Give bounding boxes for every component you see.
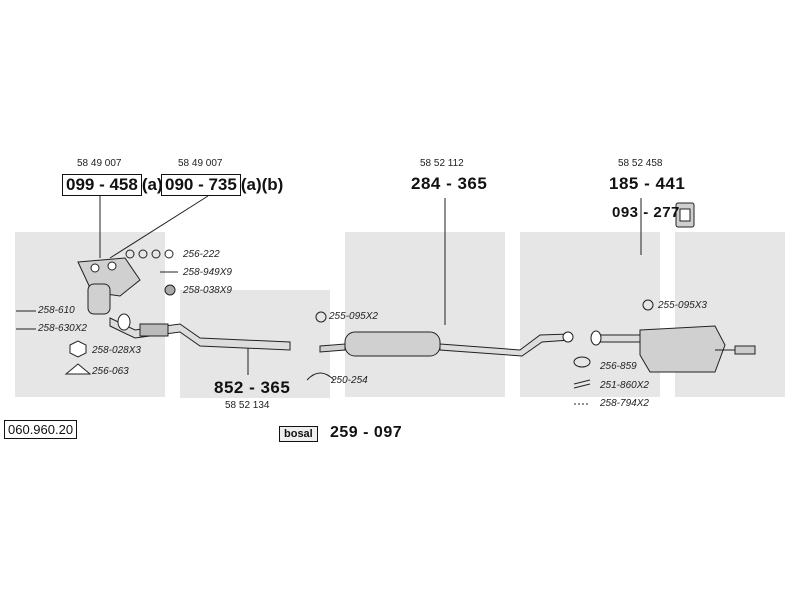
part-5-number[interactable]: 093 - 277 bbox=[612, 204, 680, 221]
part-4-oem: 58 52 458 bbox=[618, 158, 663, 169]
part-2-oem: 58 49 007 bbox=[178, 158, 223, 169]
small-part-258-949x9[interactable]: 258-949X9 bbox=[183, 267, 232, 278]
small-part-256-859[interactable]: 256-859 bbox=[600, 361, 637, 372]
small-part-258-038x9[interactable]: 258-038X9 bbox=[183, 285, 232, 296]
small-part-258-794x2[interactable]: 258-794X2 bbox=[600, 398, 649, 409]
part-6-number[interactable]: 852 - 365 bbox=[214, 378, 291, 397]
small-part-251-860x2[interactable]: 251-860X2 bbox=[600, 380, 649, 391]
small-part-255-095x3[interactable]: 255-095X3 bbox=[658, 300, 707, 311]
part-2-number[interactable]: 090 - 735 bbox=[161, 174, 241, 196]
reference-code: 060.960.20 bbox=[4, 420, 78, 439]
small-part-256-222[interactable]: 256-222 bbox=[183, 249, 220, 260]
part-1-label[interactable]: 099 - 458(a) bbox=[62, 174, 163, 196]
leader-lines bbox=[99, 195, 642, 375]
small-part-258-610[interactable]: 258-610 bbox=[38, 305, 75, 316]
center-muffler-drawing bbox=[319, 331, 574, 357]
clamp-drawing bbox=[306, 299, 654, 381]
part-6-oem: 58 52 134 bbox=[225, 400, 270, 411]
part-3-oem: 58 52 112 bbox=[420, 158, 464, 169]
hanger-bracket-drawing bbox=[675, 202, 695, 228]
watermark-logo bbox=[15, 232, 785, 398]
small-part-250-254[interactable]: 250-254 bbox=[331, 375, 368, 386]
rear-small-parts-drawing bbox=[573, 356, 591, 405]
small-part-255-095x2[interactable]: 255-095X2 bbox=[329, 311, 378, 322]
bosal-badge: bosal bbox=[279, 426, 318, 442]
small-part-256-063[interactable]: 256-063 bbox=[92, 366, 129, 377]
manifold-catalyst-drawing bbox=[77, 257, 141, 315]
part-2-suffix: (a)(b) bbox=[240, 175, 284, 194]
part-3-number[interactable]: 284 - 365 bbox=[411, 174, 488, 193]
gasket-set-drawing bbox=[16, 249, 178, 375]
small-part-258-630x2[interactable]: 258-630X2 bbox=[38, 323, 87, 334]
part-7-number[interactable]: 259 - 097 bbox=[330, 424, 403, 441]
rear-silencer-drawing bbox=[590, 325, 756, 373]
front-pipe-drawing bbox=[109, 313, 291, 351]
part-1-oem: 58 49 007 bbox=[77, 158, 122, 169]
small-part-258-028x3[interactable]: 258-028X3 bbox=[92, 345, 141, 356]
part-4-number[interactable]: 185 - 441 bbox=[609, 174, 686, 193]
part-1-number[interactable]: 099 - 458 bbox=[62, 174, 142, 196]
part-1-suffix: (a) bbox=[141, 175, 163, 194]
part-2-label[interactable]: 090 - 735(a)(b) bbox=[161, 174, 283, 196]
